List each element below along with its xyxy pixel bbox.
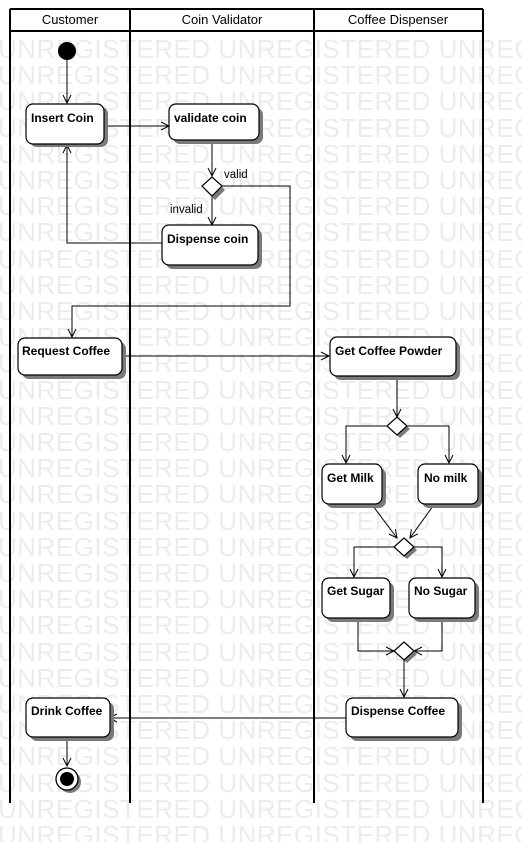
activity-no-sugar: No Sugar [408,577,479,622]
edges [67,60,449,766]
svg-text:Request Coffee: Request Coffee [22,344,110,358]
initial-node [58,42,76,60]
activity-no-milk: No milk [417,463,482,508]
lane-title-customer: Customer [42,12,99,27]
decision-coin-valid [201,176,225,200]
svg-text:Drink Coffee: Drink Coffee [31,704,103,718]
svg-text:Dispense coin: Dispense coin [167,232,248,246]
guard-valid: valid [224,169,248,181]
final-node [55,767,81,793]
merge-milk [393,537,417,559]
svg-text:No milk: No milk [424,471,468,485]
svg-text:Get Milk: Get Milk [327,471,374,485]
guard-invalid: invalid [170,204,203,216]
activity-request-coffee: Request Coffee [17,337,126,379]
svg-text:No Sugar: No Sugar [414,584,468,598]
activity-drink-coffee: Drink Coffee [25,697,114,741]
lane-title-coin-validator: Coin Validator [182,12,263,27]
activity-dispense-coffee: Dispense Coffee [345,697,462,741]
svg-text:Get Coffee Powder: Get Coffee Powder [335,344,443,358]
svg-text:Get Sugar: Get Sugar [327,584,385,598]
svg-text:validate coin: validate coin [174,111,247,125]
lane-title-coffee-dispenser: Coffee Dispenser [348,12,449,27]
svg-text:Dispense Coffee: Dispense Coffee [351,704,445,718]
activity-dispense-coin: Dispense coin [161,224,262,269]
activity-get-milk: Get Milk [321,463,386,508]
activity-insert-coin: Insert Coin [25,103,108,147]
activity-get-coffee-powder: Get Coffee Powder [329,336,460,380]
svg-text:Insert Coin: Insert Coin [31,111,94,125]
activity-get-sugar: Get Sugar [321,577,394,622]
decision-milk-fork [386,416,410,438]
activity-validate-coin: validate coin [168,103,263,144]
merge-sugar [393,641,417,663]
swimlanes: Customer Coin Validator Coffee Dispenser [9,8,484,803]
